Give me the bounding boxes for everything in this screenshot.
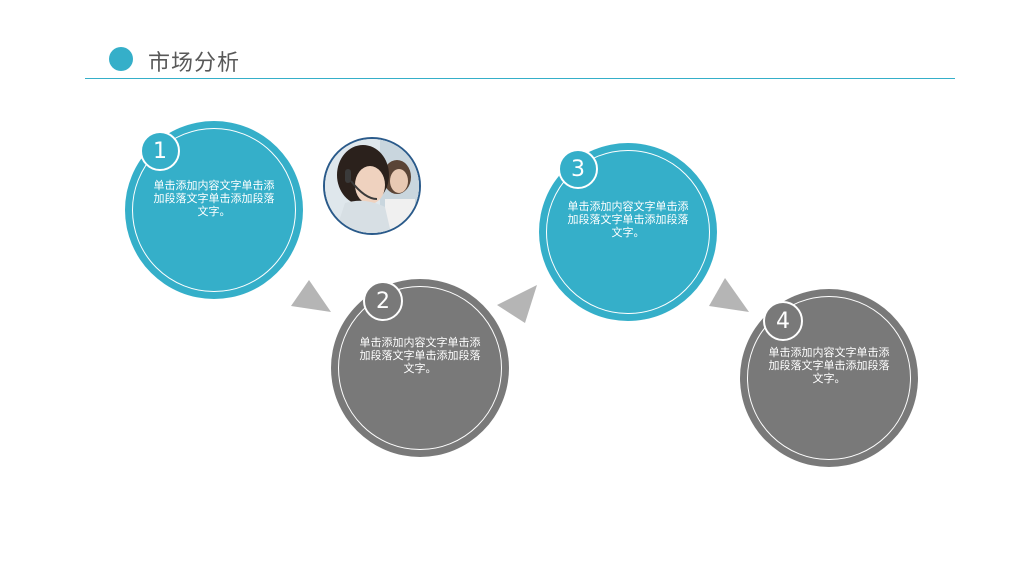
- arrow-right-down-icon: [291, 280, 331, 312]
- step-2-badge: 2: [363, 281, 403, 321]
- step-4-text: 单击添加内容文字单击添加段落文字单击添加段落文字。: [768, 346, 890, 385]
- person-photo-icon: [325, 139, 419, 233]
- step-2-circle: 单击添加内容文字单击添加段落文字单击添加段落文字。: [331, 279, 509, 457]
- step-3-text: 单击添加内容文字单击添加段落文字单击添加段落文字。: [567, 200, 689, 239]
- step-2-text: 单击添加内容文字单击添加段落文字单击添加段落文字。: [359, 336, 481, 375]
- page-title: 市场分析: [148, 51, 241, 76]
- step-1-badge: 1: [140, 131, 180, 171]
- title-divider: [85, 78, 955, 79]
- customer-service-photo: [323, 137, 421, 235]
- step-1-text: 单击添加内容文字单击添加段落文字单击添加段落文字。: [153, 179, 275, 218]
- step-3-badge: 3: [558, 149, 598, 189]
- step-4-badge: 4: [763, 301, 803, 341]
- arrow-right-down-icon: [709, 278, 749, 312]
- arrow-up-right-icon: [497, 285, 537, 323]
- title-bullet-icon: [109, 47, 133, 71]
